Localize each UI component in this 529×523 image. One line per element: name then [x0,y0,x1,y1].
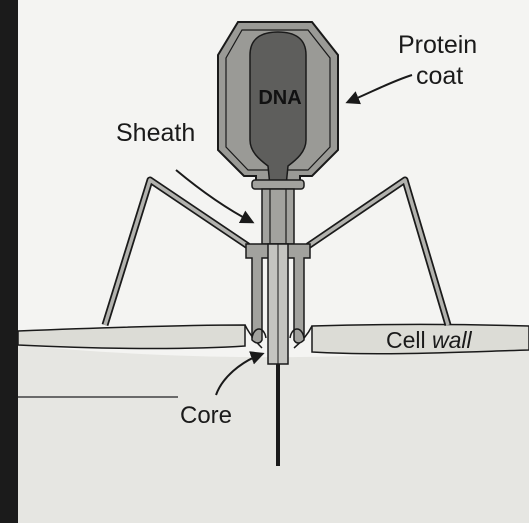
cell-wall-label-word1: Cell [386,327,432,353]
sheath-label: Sheath [116,119,195,147]
protein-coat-label-line2: coat [416,62,463,90]
core-label: Core [180,402,232,429]
protein-coat-label-line1: Protein [398,31,477,59]
collar [252,180,304,189]
cell-interior [18,345,529,523]
cell-wall-label: Cell wall [386,327,473,353]
sheath [262,189,294,244]
left-rule [18,396,178,398]
left-border [0,0,18,523]
dna-label: DNA [258,87,301,109]
cell-wall-label-word2: wall [432,327,473,353]
